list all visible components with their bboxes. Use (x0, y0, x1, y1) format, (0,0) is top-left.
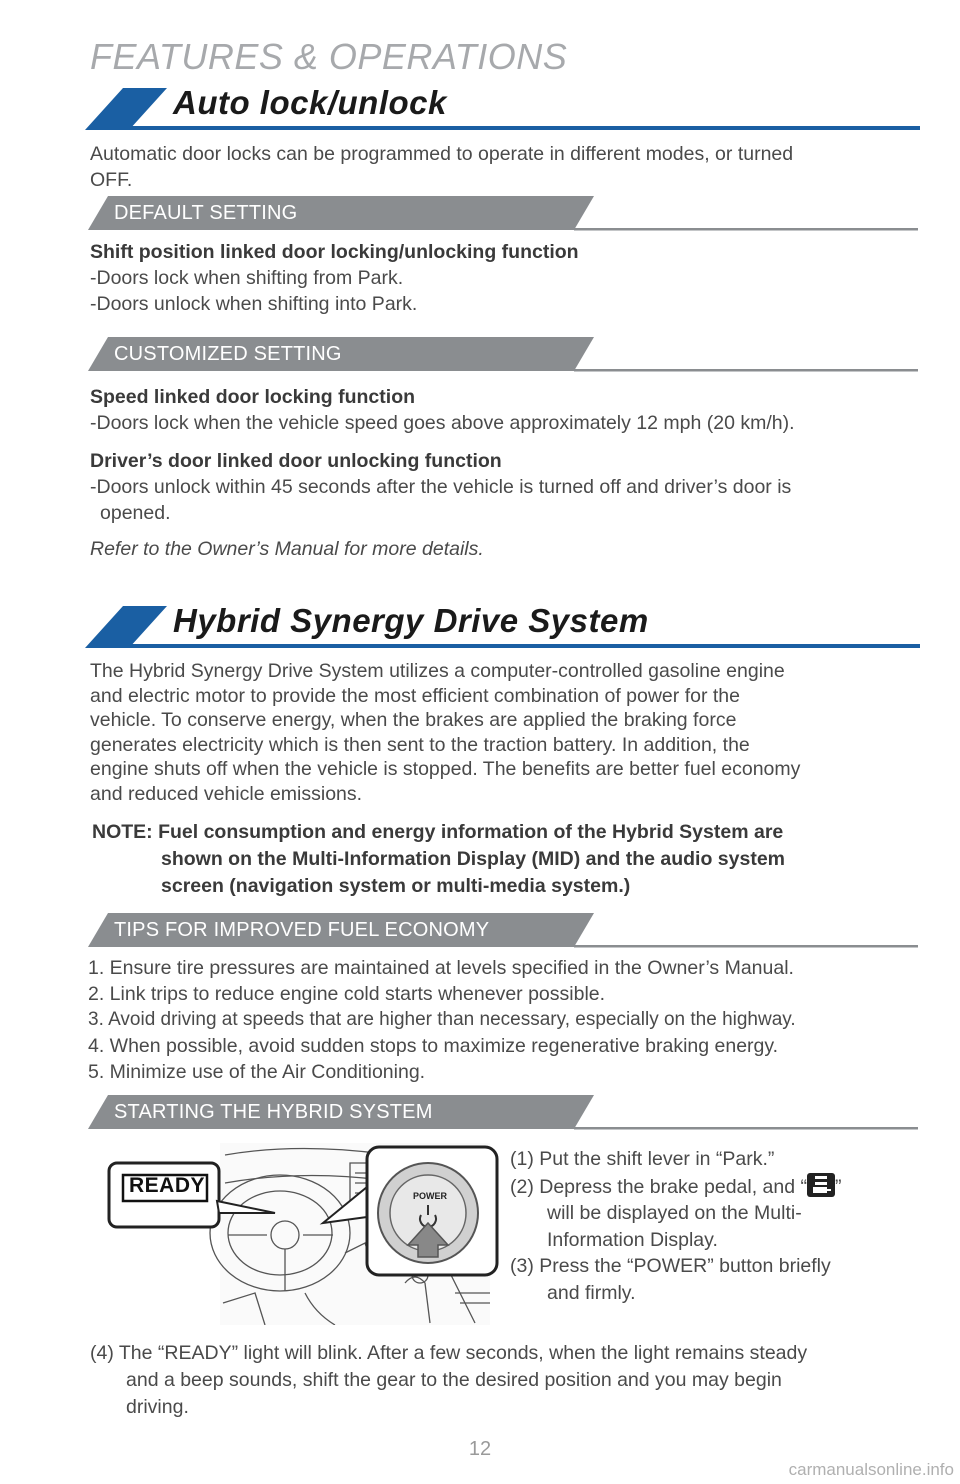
tips-header: TIPS FOR IMPROVED FUEL ECONOMY (88, 913, 918, 949)
function-title: Shift position linked door locking/unloc… (90, 241, 579, 263)
subheader-label: DEFAULT SETTING (114, 202, 298, 224)
subheader-label: TIPS FOR IMPROVED FUEL ECONOMY (114, 919, 490, 941)
start-steps: (1) Put the shift lever in “Park.” (2) D… (510, 1146, 930, 1306)
function-line: -Doors unlock when shifting into Park. (90, 293, 418, 315)
function-title: Driver’s door linked door unlocking func… (90, 450, 502, 472)
step-text: ” (835, 1175, 842, 1198)
customized-setting-header: CUSTOMIZED SETTING (88, 337, 918, 373)
step-line: Information Display. (547, 1228, 718, 1251)
paragraph-line: The Hybrid Synergy Drive System utilizes… (90, 660, 785, 682)
refer-note: Refer to the Owner’s Manual for more det… (90, 538, 484, 560)
note-line: shown on the Multi-Information Display (… (161, 848, 786, 870)
subheader-label: CUSTOMIZED SETTING (114, 343, 342, 365)
step-line: (2) Depress the brake pedal, and “ ” (510, 1172, 930, 1201)
step-line: and firmly. (547, 1281, 636, 1304)
section-heading-hybrid: Hybrid Synergy Drive System (85, 602, 920, 650)
subheader-bar (88, 913, 918, 948)
section-title: Hybrid Synergy Drive System (173, 602, 649, 639)
list-item: 5. Minimize use of the Air Conditioning. (88, 1061, 426, 1083)
paragraph-line: and electric motor to provide the most e… (90, 684, 740, 707)
function-line: opened. (100, 502, 171, 524)
step-text: (2) Depress the brake pedal, and “ (510, 1175, 807, 1198)
default-setting-content: Shift position linked door locking/unloc… (90, 239, 920, 317)
auto-lock-intro: Automatic door locks can be programmed t… (90, 141, 920, 193)
function-line: -Doors lock when shifting from Park. (90, 267, 404, 289)
intro-line: Automatic door locks can be programmed t… (90, 143, 794, 165)
paragraph-line: engine shuts off when the vehicle is sto… (90, 758, 801, 780)
hybrid-paragraph: The Hybrid Synergy Drive System utilizes… (90, 659, 930, 806)
list-item: 2. Link trips to reduce engine cold star… (88, 983, 606, 1005)
step-line: (4) The “READY” light will blink. After … (90, 1342, 808, 1364)
section-heading-auto-lock: Auto lock/unlock (85, 84, 920, 132)
paragraph-line: generates electricity which is then sent… (90, 733, 750, 756)
section-heading-graphic (85, 606, 920, 648)
list-item: 1. Ensure tire pressures are maintained … (88, 957, 794, 979)
subheader-bar (88, 196, 918, 231)
default-setting-header: DEFAULT SETTING (88, 196, 918, 232)
step-line: (1) Put the shift lever in “Park.” (510, 1148, 775, 1170)
ready-indicator-icon (807, 1172, 835, 1197)
ready-badge: READY (129, 1174, 206, 1197)
dashboard-drawing (107, 1143, 499, 1326)
customized-setting-content: Speed linked door locking function -Door… (90, 384, 930, 562)
starting-header: STARTING THE HYBRID SYSTEM (88, 1095, 918, 1131)
step-line: (3) Press the “POWER” button briefly (510, 1255, 831, 1277)
power-button-label: POWER (413, 1191, 448, 1201)
dashboard-illustration: READY POWER (105, 1143, 500, 1326)
step-line: will be displayed on the Multi- (547, 1202, 802, 1224)
watermark: carmanualsonline.info (788, 1460, 954, 1479)
section-title: Auto lock/unlock (173, 84, 447, 121)
paragraph-line: and reduced vehicle emissions. (90, 782, 363, 805)
note-line: screen (navigation system or multi-media… (161, 875, 631, 897)
subheader-label: STARTING THE HYBRID SYSTEM (114, 1101, 433, 1123)
subheader-bar (88, 337, 918, 372)
list-item: 3. Avoid driving at speeds that are high… (88, 1009, 796, 1030)
step-4: (4) The “READY” light will blink. After … (90, 1340, 930, 1421)
step-line: driving. (126, 1396, 189, 1418)
hybrid-note: NOTE: Fuel consumption and energy inform… (92, 819, 912, 900)
paragraph-line: vehicle. To conserve energy, when the br… (90, 709, 737, 731)
section-heading-graphic (85, 88, 920, 130)
page-number: 12 (468, 1438, 492, 1460)
note-line: NOTE: Fuel consumption and energy inform… (92, 821, 784, 843)
function-line: -Doors lock when the vehicle speed goes … (90, 412, 795, 434)
function-title: Speed linked door locking function (90, 386, 416, 408)
function-line: -Doors unlock within 45 seconds after th… (90, 476, 792, 498)
list-item: 4. When possible, avoid sudden stops to … (88, 1035, 779, 1057)
intro-line: OFF. (90, 169, 133, 191)
page-title: FEATURES & OPERATIONS (90, 36, 568, 77)
subheader-bar (88, 1095, 918, 1130)
step-line: and a beep sounds, shift the gear to the… (126, 1369, 782, 1391)
